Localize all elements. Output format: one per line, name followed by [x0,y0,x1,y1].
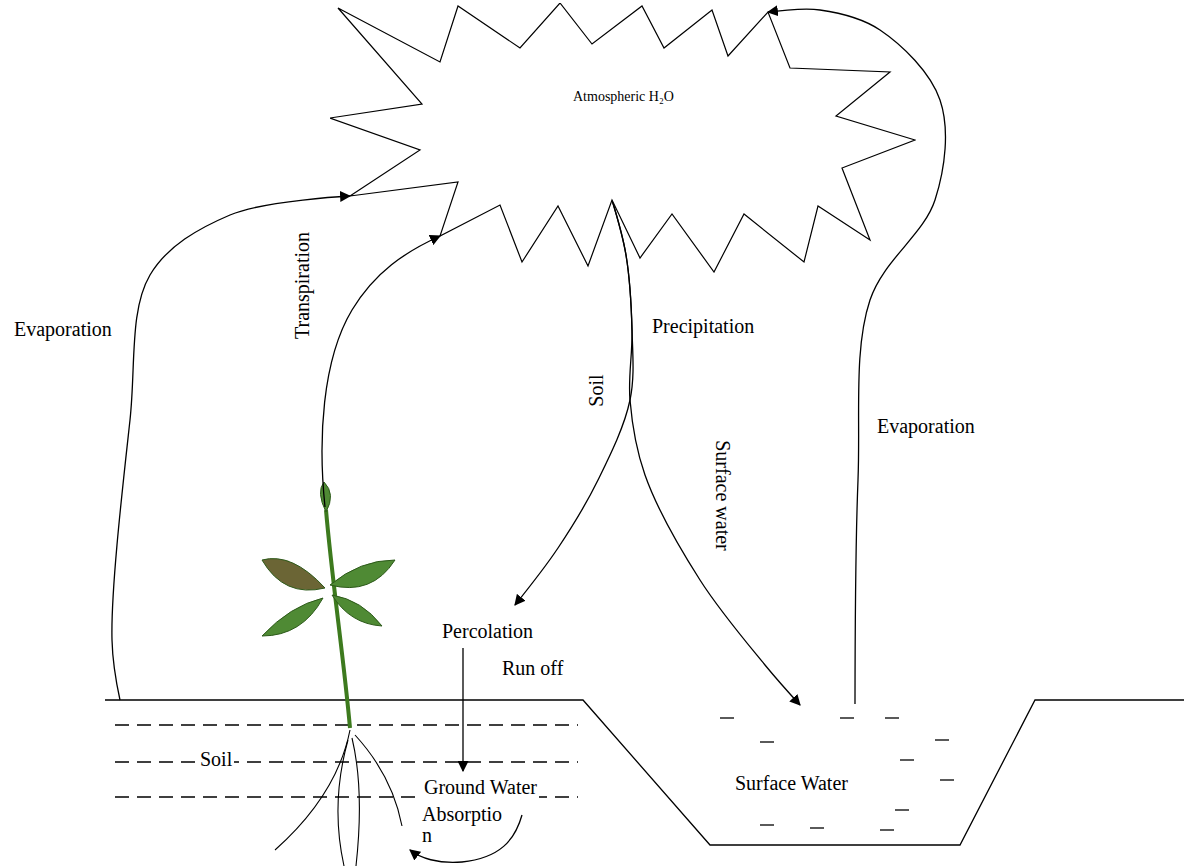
water-mark [760,741,774,742]
groundwater-box: Ground Water [418,774,543,801]
edge-label: Surface water [711,438,734,553]
node-text: Atmospheric H₂O [573,89,674,105]
process-label: Percolation [440,620,535,643]
soil-layer [115,724,578,726]
surface-water-pond: Surface Water [720,706,950,841]
plant-leaf [262,559,325,591]
star-outline [330,3,915,272]
process-label: Absorptio [420,803,504,826]
flow-arrow [612,200,800,705]
plant-stem [326,510,350,728]
plant-bud [320,482,330,512]
plant-leaf [330,560,395,588]
water-mark [935,739,949,740]
process-label: n [420,824,434,847]
water-mark [810,827,824,828]
water-mark [840,717,854,718]
process-label: Run off [500,657,565,680]
node-text: Surface Water [735,772,848,795]
flow-arrow [515,200,633,605]
edge-label: Soil [585,372,608,408]
water-mark [760,824,774,825]
percolation-arrow [462,648,463,771]
node-text: Ground Water [422,776,539,799]
soil-layer [115,761,578,763]
water-mark [880,829,894,830]
flow-arrow [112,196,350,700]
water-marks [720,718,954,830]
process-label: Precipitation [650,315,756,338]
process-label: Transpiration [291,230,314,341]
root [338,740,348,866]
plant-leaf [332,595,382,626]
water-mark [940,779,954,780]
root [355,735,402,826]
plant-roots [275,730,402,866]
plant-leaf [262,598,323,636]
node-text: Soil [198,748,234,771]
ground-line [105,700,1184,845]
water-mark [895,809,909,810]
transpiration-arrow [322,236,440,507]
atmosphere-star: Atmospheric H₂O [330,3,916,273]
water-mark [720,717,734,718]
edge-label: Evaporation [12,318,114,341]
edge-label: Evaporation [875,415,977,438]
water-mark [900,759,914,760]
root [352,738,359,866]
water-mark [885,717,899,718]
star-outline-svg [330,3,916,273]
